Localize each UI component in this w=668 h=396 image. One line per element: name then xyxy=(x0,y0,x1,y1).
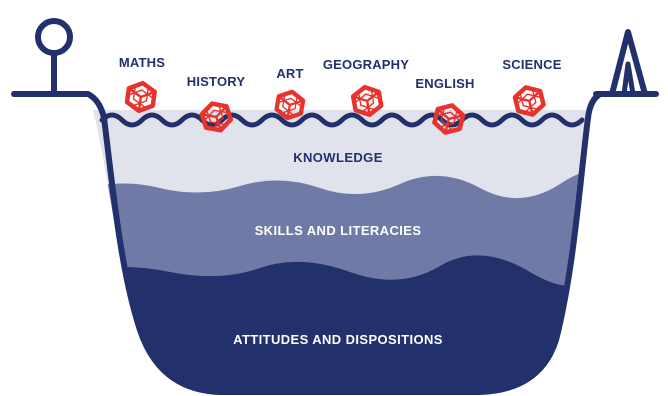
subject-labels: MATHS HISTORY ART GEOGRAPHY ENGLISH SCIE… xyxy=(119,55,562,91)
water-surface-wave xyxy=(99,112,585,128)
attitudes-label: ATTITUDES AND DISPOSITIONS xyxy=(233,332,443,347)
subject-label-science: SCIENCE xyxy=(502,57,561,72)
subject-label-maths: MATHS xyxy=(119,55,165,70)
knowledge-label: KNOWLEDGE xyxy=(293,150,383,165)
subject-label-english: ENGLISH xyxy=(415,76,474,91)
layers-group xyxy=(93,110,590,392)
attitudes-layer xyxy=(93,255,590,392)
tent-a-icon xyxy=(609,29,648,95)
pin-post-icon xyxy=(35,18,73,94)
skills-label: SKILLS AND LITERACIES xyxy=(255,223,422,238)
subject-label-geography: GEOGRAPHY xyxy=(323,57,409,72)
cube-icon-maths xyxy=(126,81,156,112)
subject-label-history: HISTORY xyxy=(187,74,246,89)
subject-label-art: ART xyxy=(276,66,303,81)
bowl-outline xyxy=(86,91,602,395)
